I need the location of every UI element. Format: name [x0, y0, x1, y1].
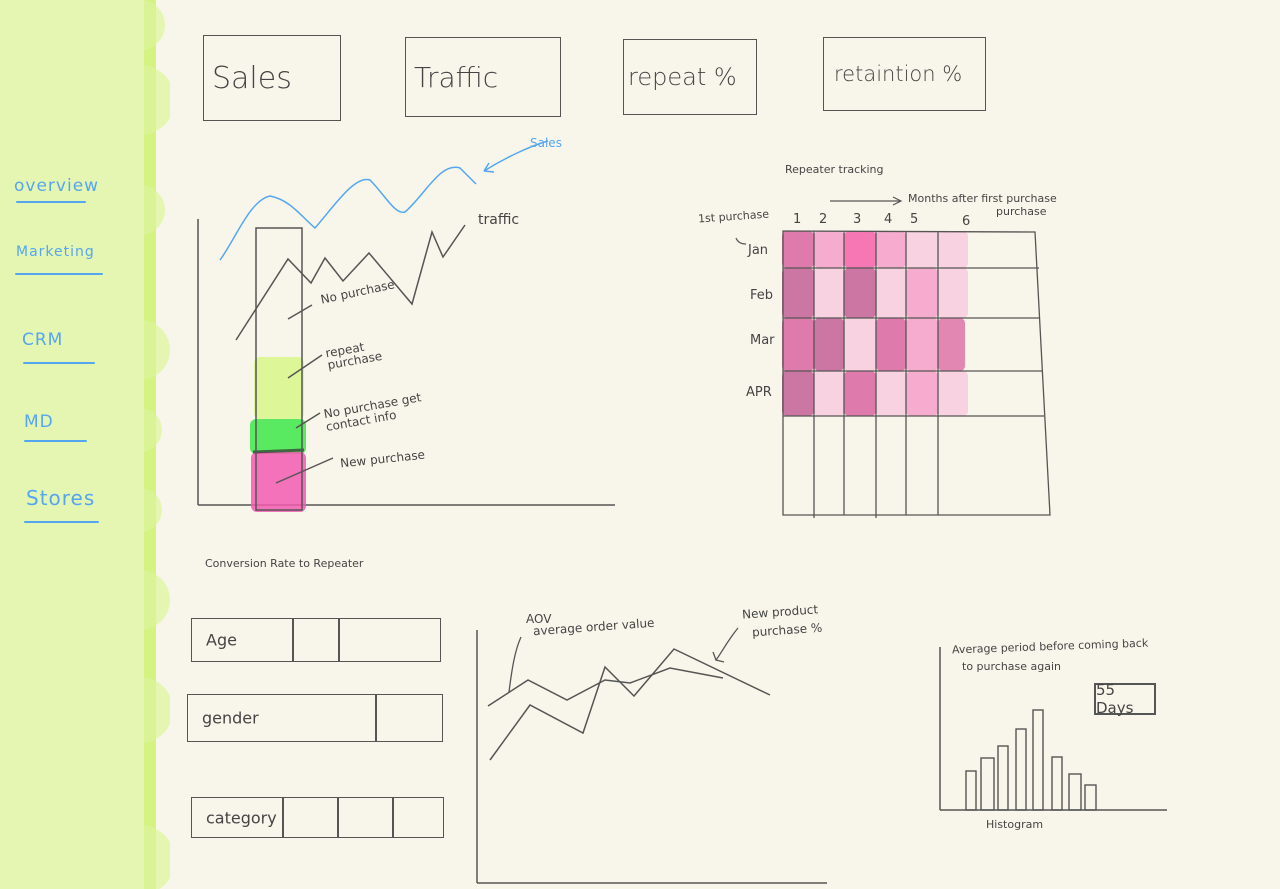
nav-stores-underline: [24, 521, 99, 523]
nav-overview-underline: [16, 201, 86, 203]
cohort-axis-label: Months after first purchase: [908, 192, 1057, 205]
kpi-retention-label: retaintion %: [834, 62, 963, 86]
npp-label-1: New product: [741, 602, 819, 622]
traffic-line-label: traffic: [478, 212, 520, 228]
nav-overview[interactable]: overview: [14, 176, 100, 196]
npp-label-2: purchase %: [751, 620, 823, 640]
cohort-col-3: 3: [853, 212, 862, 227]
segment-divider: [282, 797, 284, 838]
histogram-title-2: to purchase again: [962, 660, 1062, 673]
cohort-col-1: 1: [793, 212, 802, 227]
conversion-bar-gender-label: gender: [202, 708, 259, 728]
segment-no-purchase-label: No purchase: [319, 277, 396, 307]
cohort-col-4: 4: [884, 212, 893, 227]
avg-days-value: 55 Days: [1096, 681, 1134, 717]
segment-new-purchase-label: New purchase: [339, 447, 426, 471]
nav-md-underline: [24, 440, 87, 442]
nav-marketing[interactable]: Marketing: [16, 244, 95, 260]
conversion-bar-gender[interactable]: gender: [187, 694, 443, 742]
segment-contact-info-label: No purchase get contact info: [322, 390, 423, 434]
kpi-traffic-label: Traffic: [414, 60, 499, 94]
cohort-row-mar: Mar: [750, 333, 775, 348]
segment-divider: [392, 797, 394, 838]
nav-stores[interactable]: Stores: [26, 486, 96, 510]
sidebar: overview Marketing CRM MD Stores: [0, 0, 170, 889]
avg-days-badge: 55 Days: [1094, 681, 1156, 717]
conversion-bar-category[interactable]: category: [191, 797, 444, 838]
conversion-bar-category-label: category: [206, 808, 277, 827]
conversion-bar-age-label: Age: [206, 630, 237, 650]
cohort-row-header: 1st purchase: [697, 207, 770, 226]
cohort-title: Repeater tracking: [785, 163, 884, 176]
nav-md[interactable]: MD: [24, 412, 54, 432]
cohort-row-feb: Feb: [750, 288, 774, 303]
segment-divider: [337, 797, 339, 838]
cohort-col-2: 2: [819, 212, 828, 227]
histogram-xlabel: Histogram: [986, 818, 1044, 831]
segment-repeat-purchase-label: repeat purchase: [324, 339, 384, 373]
cohort-col-5: 5: [910, 212, 919, 227]
sidebar-scallop-edge: [105, 0, 170, 889]
cohort-row-jan: Jan: [748, 243, 769, 258]
segment-divider: [375, 694, 377, 742]
conversion-bar-age[interactable]: Age: [191, 618, 441, 662]
kpi-traffic[interactable]: Traffic: [405, 37, 561, 117]
cohort-axis-label-tail: purchase: [996, 205, 1047, 218]
cohort-row-apr: APR: [746, 385, 772, 400]
aov-label-short: AOV: [526, 612, 552, 626]
segment-divider: [292, 618, 294, 662]
kpi-repeat[interactable]: repeat %: [623, 39, 757, 115]
nav-marketing-underline: [15, 273, 103, 275]
segment-divider: [338, 618, 340, 662]
cohort-col-6: 6: [962, 214, 971, 229]
kpi-sales[interactable]: Sales: [203, 35, 341, 121]
kpi-repeat-label: repeat %: [628, 63, 737, 91]
sales-line-label: Sales: [530, 136, 562, 150]
kpi-retention[interactable]: retaintion %: [823, 37, 986, 111]
histogram-title-1: Average period before coming back: [951, 636, 1149, 657]
nav-crm-underline: [23, 362, 95, 364]
nav-crm[interactable]: CRM: [22, 330, 64, 350]
kpi-sales-label: Sales: [212, 60, 292, 96]
conversion-title: Conversion Rate to Repeater: [205, 557, 364, 570]
